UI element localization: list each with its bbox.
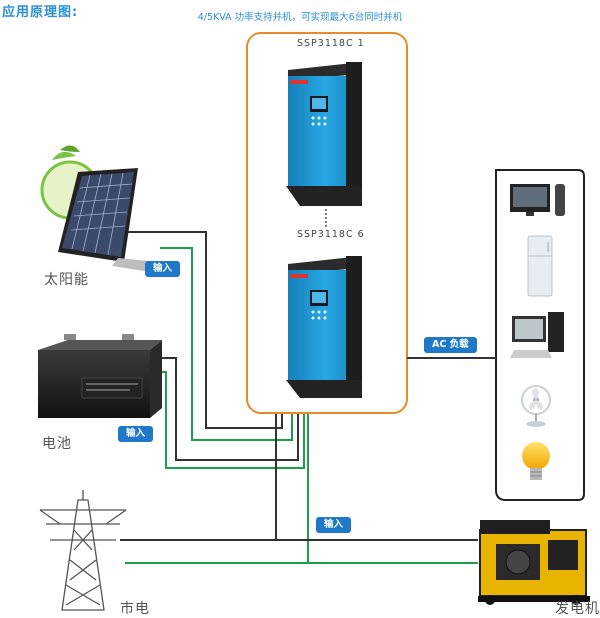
power-pylon-icon	[39, 490, 127, 611]
grid-label: 市电	[120, 601, 150, 617]
battery-input-tag: 输入	[118, 426, 154, 442]
fan-icon	[521, 385, 551, 427]
parallel-frame	[246, 32, 408, 414]
fridge-icon	[527, 235, 553, 297]
computer-icon	[510, 312, 564, 358]
inverter-label-1: SSP3118C 1	[297, 38, 365, 49]
tv-icon	[510, 184, 565, 216]
load-bracket	[495, 169, 585, 501]
inverter-label-6: SSP3118C 6	[297, 229, 365, 240]
battery-label: 电池	[42, 436, 72, 452]
diagram-subtitle: 4/5KVA 功率支持并机，可实现最大6台同时并机	[197, 12, 403, 23]
battery-icon	[38, 334, 162, 418]
grid-input-tag: 输入	[316, 517, 352, 533]
ac-load-tag: AC 负载	[424, 337, 477, 353]
solar-label: 太阳能	[44, 272, 89, 288]
generator-label: 发电机	[555, 601, 600, 617]
inverter-unit-1-icon	[286, 62, 362, 206]
generator-icon	[478, 520, 590, 605]
ellipsis-dots	[325, 209, 327, 227]
inverter-unit-6-icon	[286, 256, 362, 398]
solar-input-tag: 输入	[145, 261, 181, 277]
bulb-icon	[522, 442, 550, 480]
solar-panel-icon	[40, 145, 160, 272]
solar-wires	[120, 231, 293, 441]
grid-wires	[120, 414, 478, 564]
diagram-heading: 应用原理图:	[2, 5, 79, 20]
